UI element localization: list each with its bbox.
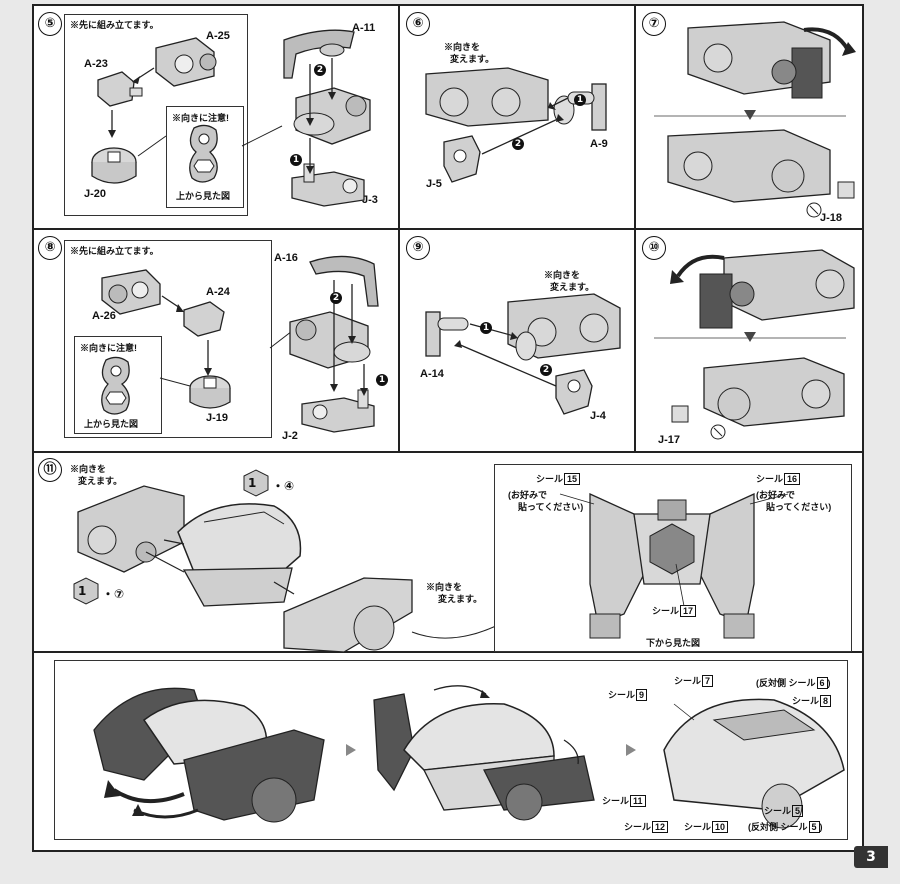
step-note: ※先に組み立てます。	[70, 246, 159, 256]
caution-caption: 上から見た図	[176, 191, 231, 201]
step-number: ⑤	[38, 12, 62, 36]
order-badge: 2	[314, 64, 326, 76]
step-number: ⑥	[406, 12, 430, 36]
part-label: J-17	[658, 434, 681, 446]
step9-illustration	[425, 293, 621, 415]
reference-step-hex: 1	[248, 476, 257, 490]
bottom-view-caption: 下から見た図	[646, 638, 701, 648]
step8-illustration	[101, 255, 379, 433]
step-note: 変えます。	[78, 476, 123, 486]
part-label: J-5	[426, 178, 442, 190]
reference-step-text: ・⑦	[102, 587, 125, 601]
part-label: A-23	[84, 58, 108, 70]
step-note: ※向きを	[544, 270, 581, 280]
part-label: J-2	[282, 430, 298, 442]
row-divider-2	[34, 451, 862, 453]
row-divider-1	[34, 228, 862, 230]
page-number: 3	[854, 846, 888, 868]
part-label: A-9	[590, 138, 608, 150]
step-note: ※向きを	[70, 464, 107, 474]
bottom-view-illustration	[559, 492, 789, 639]
part-label: J-18	[820, 212, 843, 224]
order-badge: 2	[330, 292, 342, 304]
optional-note: (お好みで	[508, 490, 547, 500]
step7-illustration	[654, 21, 856, 218]
part-label: A-11	[352, 22, 376, 34]
optional-note: (お好みで	[756, 490, 795, 500]
step-note: 変えます。	[550, 282, 595, 292]
order-badge: 1	[376, 374, 388, 386]
step-note: 変えます。	[438, 594, 483, 604]
part-label: A-26	[92, 310, 116, 322]
part-label: J-4	[590, 410, 606, 422]
step5-illustration	[91, 29, 371, 207]
order-badge: 2	[540, 364, 552, 376]
part-label: A-14	[420, 368, 444, 380]
part-label: J-19	[206, 412, 229, 424]
step-note: ※先に組み立てます。	[70, 20, 159, 30]
order-badge: 1	[290, 154, 302, 166]
step-number: ⑩	[642, 236, 666, 260]
step-number: ⑨	[406, 236, 430, 260]
step6-illustration	[425, 67, 607, 183]
step10-illustration	[654, 249, 855, 440]
caution-text: ※向きに注意!	[172, 113, 229, 123]
step-number: ⑦	[642, 12, 666, 36]
step-note: 変えます。	[450, 54, 495, 64]
part-label: J-3	[362, 194, 378, 206]
part-label: A-24	[206, 286, 230, 298]
order-badge: 1	[574, 94, 586, 106]
part-label: A-16	[274, 252, 298, 264]
row-divider-3	[34, 651, 862, 653]
optional-note: 貼ってください)	[766, 502, 832, 512]
col-divider	[398, 6, 400, 228]
col-divider	[398, 230, 400, 451]
instruction-page: ⑤ ※先に組み立てます。 A-25 A-23 J-20 A-11 J-3 ※向き…	[32, 4, 864, 852]
optional-note: 貼ってください)	[518, 502, 584, 512]
step-note: ※向きを	[426, 582, 463, 592]
step-note: ※向きを	[444, 42, 481, 52]
part-label: J-20	[84, 188, 107, 200]
step-number: ⑧	[38, 236, 62, 260]
col-divider	[634, 6, 636, 228]
order-badge: 2	[512, 138, 524, 150]
order-badge: 1	[480, 322, 492, 334]
part-label: A-25	[206, 30, 230, 42]
col-divider	[634, 230, 636, 451]
reference-step-hex: 1	[78, 584, 87, 598]
step11-illustration	[73, 469, 505, 653]
final-assembly-illustration	[93, 685, 845, 829]
reference-step-text: ・④	[272, 479, 295, 493]
caution-text: ※向きに注意!	[80, 343, 137, 353]
caution-caption: 上から見た図	[84, 419, 139, 429]
step-number: ⑪	[38, 458, 62, 482]
